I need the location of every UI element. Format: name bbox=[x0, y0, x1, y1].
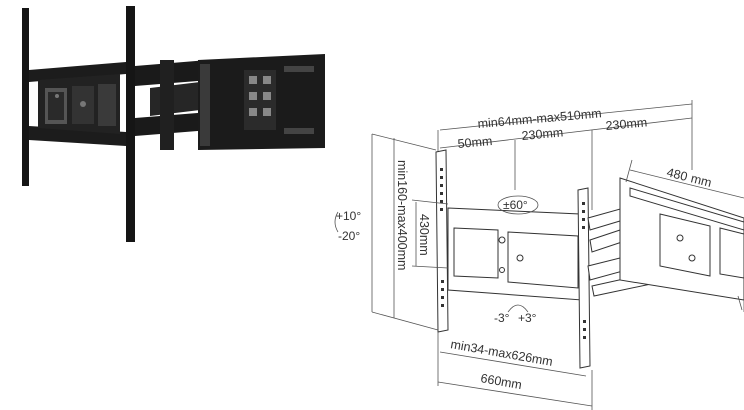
left-rail bbox=[22, 8, 29, 186]
swivel-angle-label: ±60° bbox=[503, 198, 528, 212]
top-dimension-lines bbox=[437, 100, 693, 210]
width-total-label: 660mm bbox=[479, 371, 522, 392]
height-range-label: min160-max400mm bbox=[395, 160, 409, 270]
level-left-label: -3° bbox=[494, 311, 510, 325]
tilt-up-label: +10° bbox=[336, 209, 361, 223]
upper-crossbar bbox=[29, 62, 126, 82]
dimension-drawing: min64mm-max510mm 50mm 230mm 230mm 480mm … bbox=[334, 100, 744, 410]
tv-rail-right bbox=[577, 187, 591, 369]
swivel-rotation-icon bbox=[497, 195, 539, 215]
tv-plate bbox=[447, 207, 583, 301]
product-photo bbox=[0, 0, 330, 270]
tv-rail-left bbox=[435, 149, 449, 333]
height-inner-label: 430mm bbox=[417, 214, 431, 256]
right-rail bbox=[126, 6, 135, 242]
tilt-rotation-icon bbox=[334, 211, 339, 233]
tilt-down-label: -20° bbox=[338, 229, 360, 243]
segment-right-label: 230mm bbox=[605, 115, 648, 133]
level-right-label: +3° bbox=[518, 311, 537, 325]
segment-mid-label: 230mm bbox=[521, 125, 564, 143]
width-dimension-lines bbox=[437, 332, 593, 410]
level-rotation-icon bbox=[507, 304, 529, 313]
wall-plate-drawing bbox=[619, 177, 744, 312]
segment-left-label: 50mm bbox=[457, 134, 493, 151]
depth-value-label: 480mm bbox=[665, 165, 713, 190]
width-range-label: min34-max626mm bbox=[449, 337, 553, 369]
height-dimension-lines bbox=[371, 133, 449, 331]
